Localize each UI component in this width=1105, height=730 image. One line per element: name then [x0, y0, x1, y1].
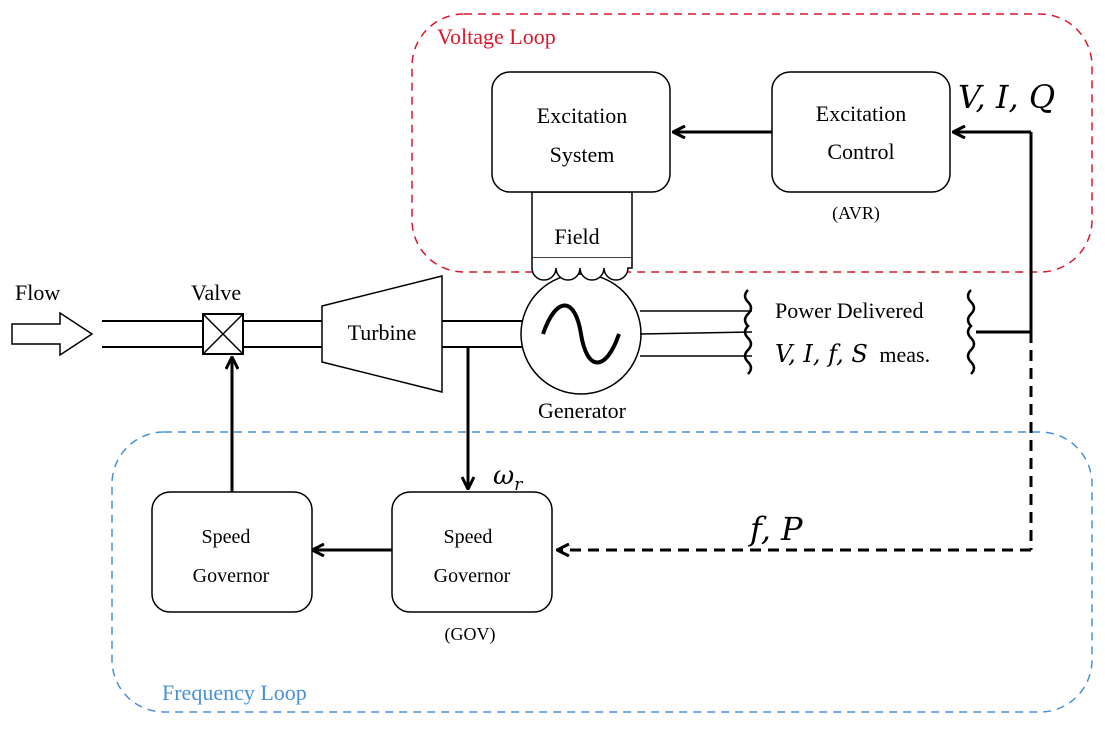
flow-label: Flow [15, 280, 60, 305]
speed-governor-label-2: Governor [193, 565, 270, 587]
power-delivered-label: Power Delivered [775, 298, 923, 323]
excitation-control-block [771, 71, 951, 193]
excitation-control-label-2: Control [827, 139, 894, 164]
measurement-suffix: meas. [879, 342, 930, 367]
avr-label: (AVR) [832, 203, 880, 224]
gov-label: (GOV) [445, 624, 496, 645]
turbine-label: Turbine [348, 320, 417, 345]
wavy-break-right-icon [966, 289, 976, 375]
omega-label: ωr [493, 461, 523, 495]
excitation-control-label-1: Excitation [816, 101, 906, 126]
speed-governor-gov-label-2: Governor [434, 565, 511, 587]
measurements-label: V, I, f, S meas. [775, 340, 930, 368]
valve-label: Valve [191, 280, 241, 305]
voltage-loop-label: Voltage Loop [437, 24, 556, 49]
frequency-feedback-label: f, P [748, 510, 803, 548]
frequency-loop-label: Frequency Loop [162, 680, 307, 705]
valve-cross-icon [202, 313, 244, 355]
flow-arrow-icon [11, 311, 94, 357]
speed-governor-block [151, 491, 313, 613]
output-line-middle [639, 331, 753, 335]
generator-label: Generator [538, 398, 627, 423]
omega-subscript: r [514, 475, 523, 495]
excitation-system-block [491, 71, 671, 193]
measurement-vars: V, I, f, S [775, 340, 868, 368]
turbine-block [321, 275, 443, 393]
field-label: Field [554, 224, 599, 249]
voltage-loop-boundary [411, 13, 1093, 273]
excitation-system-label-1: Excitation [537, 103, 627, 128]
speed-governor-gov-label-1: Speed [444, 526, 493, 548]
omega-base: ω [493, 461, 514, 491]
speed-governor-gov-block [391, 491, 553, 613]
field-block [531, 191, 633, 259]
voltage-feedback-label: V, I, Q [958, 78, 1055, 116]
wavy-break-left-icon [743, 289, 753, 375]
excitation-system-label-2: System [550, 142, 615, 167]
sine-wave-icon [541, 303, 621, 365]
speed-governor-label-1: Speed [202, 526, 251, 548]
frequency-loop-boundary [111, 431, 1093, 713]
field-coil [531, 258, 633, 281]
